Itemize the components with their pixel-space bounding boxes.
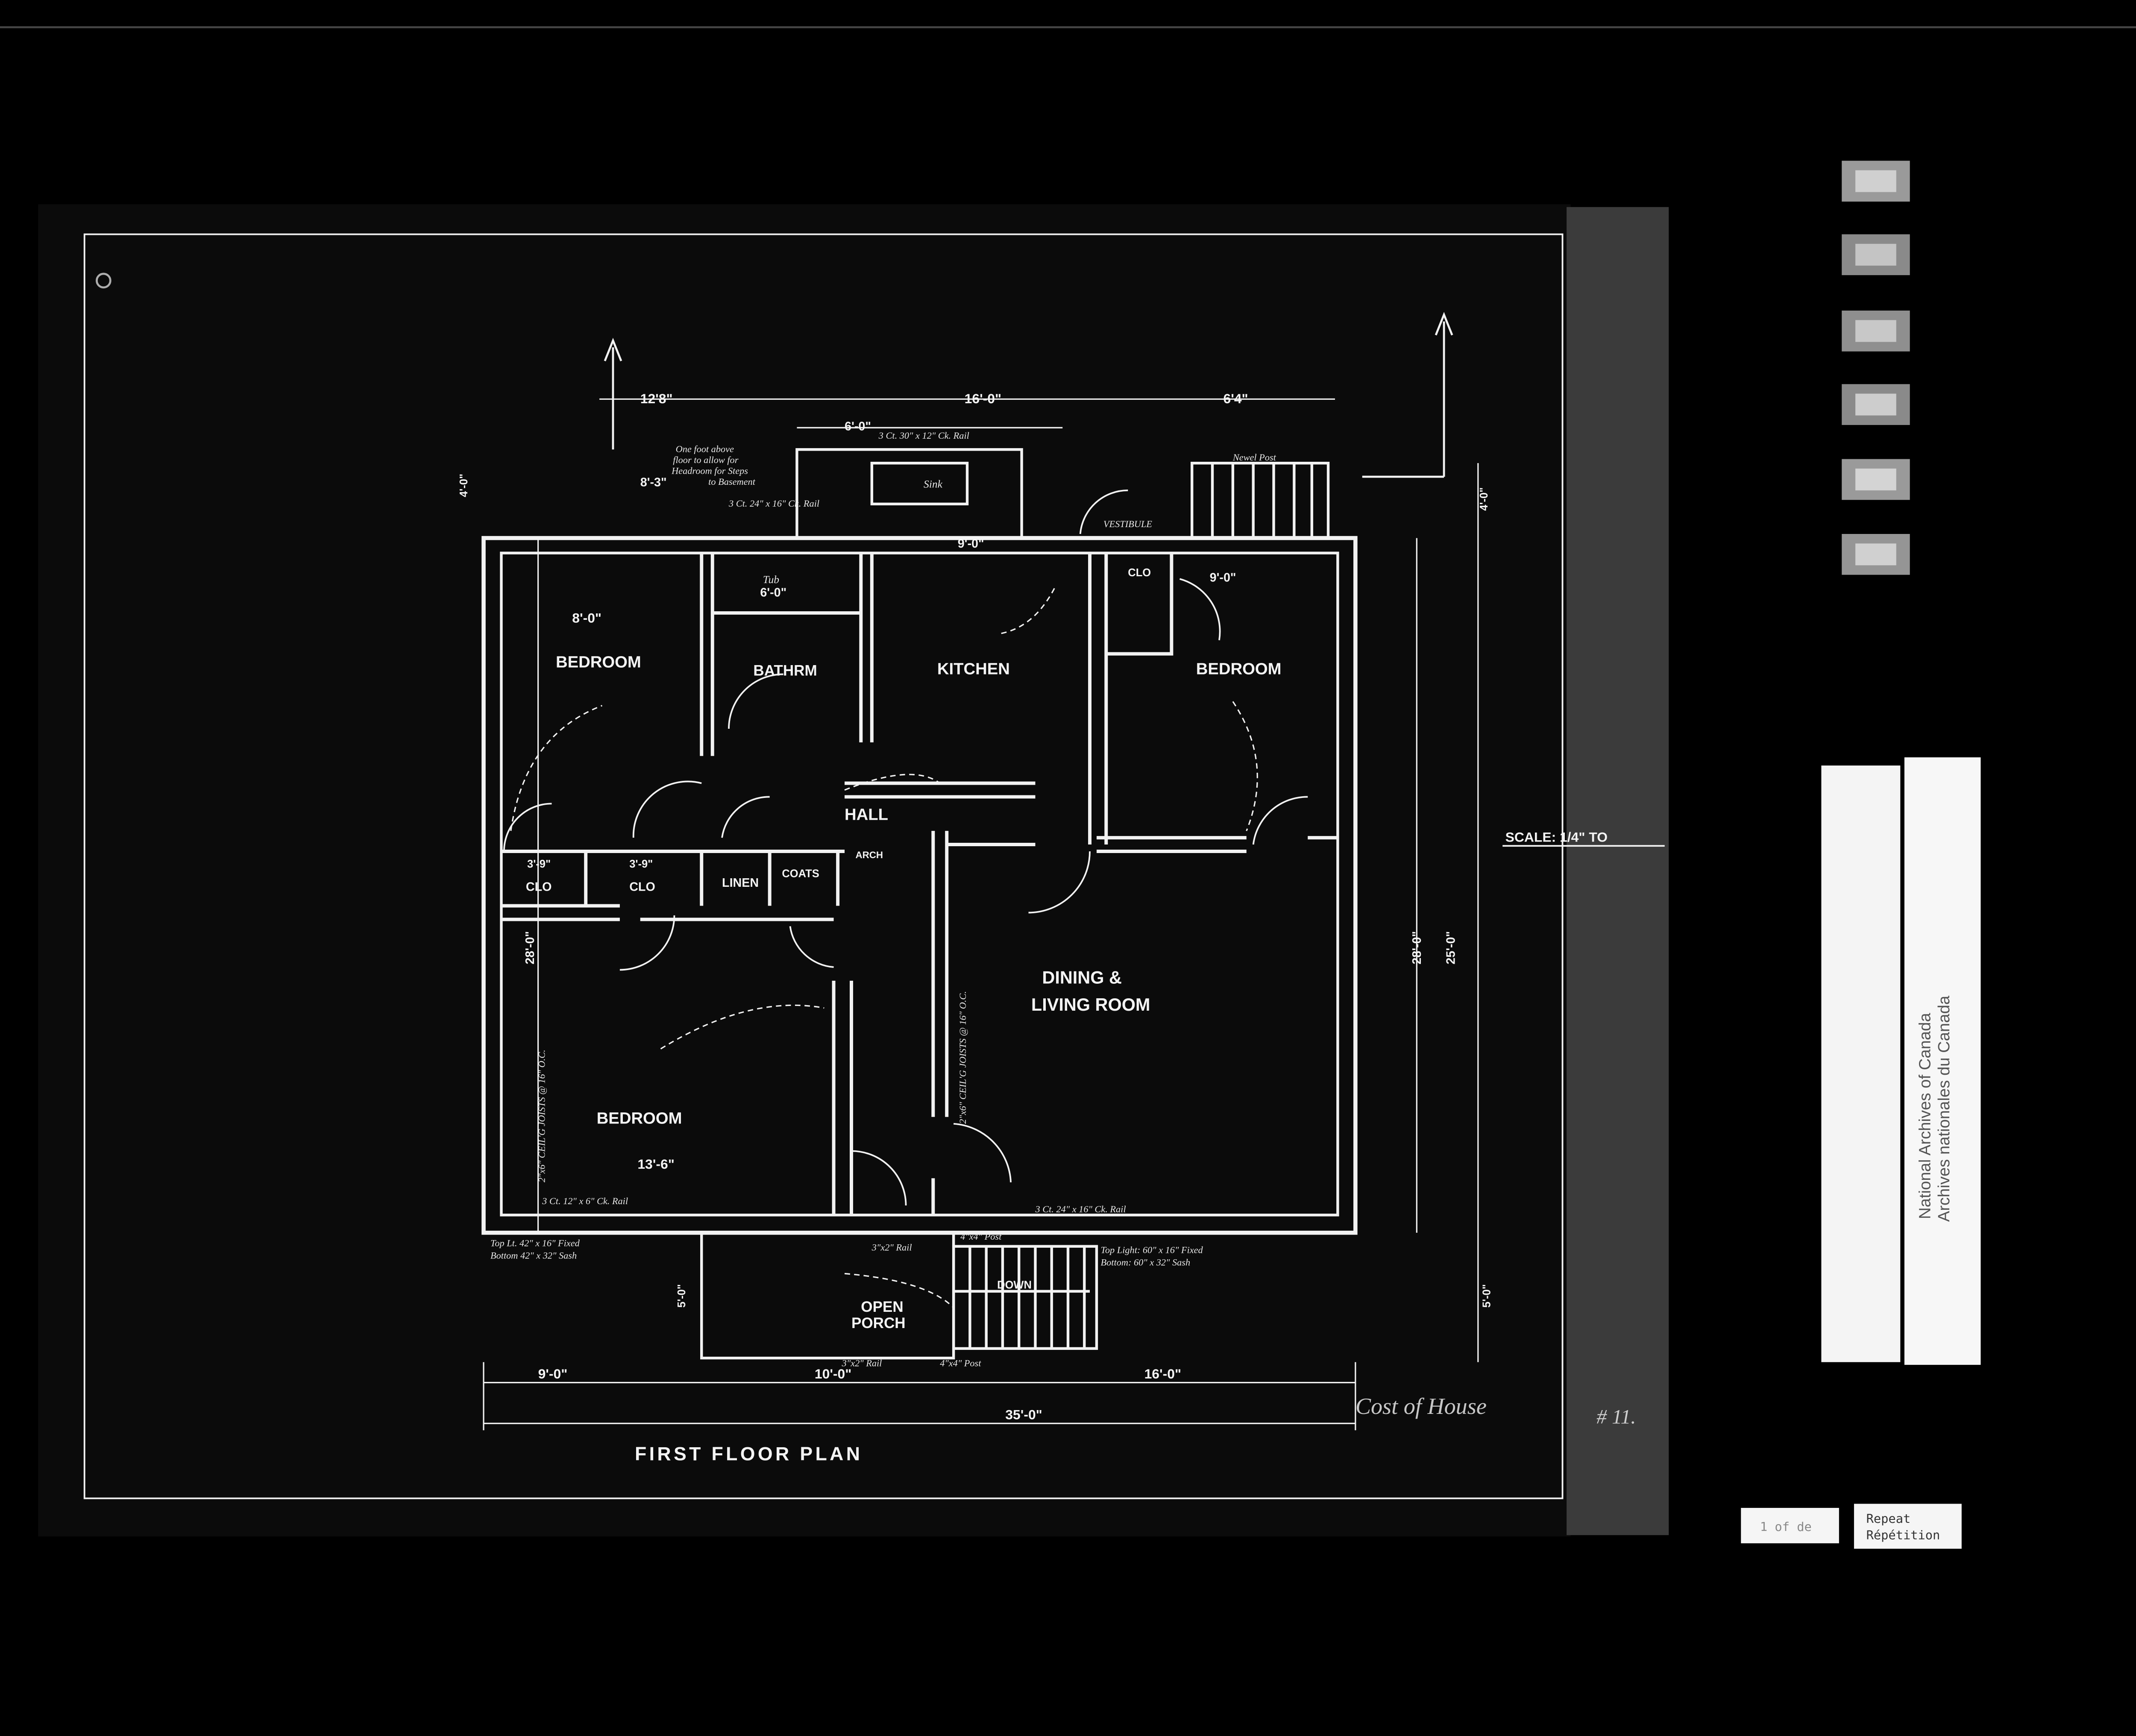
dim-right-top: 4'-0" <box>1478 487 1490 511</box>
room-label-linen: LINEN <box>722 876 759 890</box>
note-post-bottom: 4"x4" Post <box>940 1358 981 1368</box>
room-label-clo-1: CLO <box>526 880 552 894</box>
dim-overall-width: 35'-0" <box>1005 1407 1042 1422</box>
note-sash-right-1: Top Light: 60" x 16" Fixed <box>1101 1245 1203 1255</box>
note-joists-1: 2"x6" CEIL'G JOISTS @ 16" O.C. <box>957 991 968 1124</box>
dim-clo-1: 3'-9" <box>527 858 551 870</box>
room-label-kitchen: KITCHEN <box>937 660 1010 678</box>
note-stairs-3: Headroom for Steps <box>671 466 748 476</box>
dim-left-top: 4'-0" <box>458 474 470 497</box>
note-bed-window: 3 Ct. 12" x 6" Ck. Rail <box>542 1196 628 1206</box>
dimension-labels: 12'8" 16'-0" 6'4" 6'-0" 9'-0" 8'-0" 6'-0… <box>458 391 1493 1422</box>
dim-top-4: 6'-0" <box>845 420 871 434</box>
room-label-open: OPEN <box>861 1299 903 1315</box>
microfilm-frame: BEDROOM BATHRM KITCHEN BEDROOM HALL CLO … <box>0 26 2136 1549</box>
drawing-title: FIRST FLOOR PLAN <box>635 1443 863 1464</box>
wiring-arcs <box>510 585 1258 1308</box>
dimension-lines <box>483 463 1479 1431</box>
dim-top-1: 12'8" <box>640 391 673 406</box>
note-sash-left-2: Bottom 42" x 32" Sash <box>490 1250 577 1261</box>
front-porch <box>700 1231 1098 1360</box>
note-newel: Newel Post <box>1232 452 1276 463</box>
handwritten-signature: Cost of House <box>1356 1393 1487 1419</box>
door-swings <box>503 490 1308 1206</box>
repeat-tag: Repeat Répétition <box>1854 1504 1962 1549</box>
frame-count-text: 1 of de <box>1760 1519 1812 1534</box>
room-label-clo-ne: CLO <box>1128 567 1151 579</box>
dim-bedroom-ne-width: 9'-0" <box>1210 571 1236 585</box>
note-rail-top: 3"x2" Rail <box>871 1242 912 1252</box>
room-label-coats: COATS <box>782 868 819 880</box>
dim-bottom-3: 16'-0" <box>1144 1366 1182 1381</box>
dim-right-inner: 25'-0" <box>1444 931 1458 965</box>
dim-bath-width: 6'-0" <box>760 586 786 600</box>
note-rail-bottom: 3"x2" Rail <box>842 1358 882 1368</box>
stair-label-down: DOWN <box>997 1279 1032 1291</box>
sheet-border <box>83 233 1564 1499</box>
archive-label: National Archives of Canada Archives nat… <box>1821 757 1981 1365</box>
note-window-top: 3 Ct. 30" x 12" Ck. Rail <box>878 430 969 441</box>
note-joists-2: 2"x6" CEIL'G JOISTS @ 16" O.C. <box>537 1050 547 1182</box>
room-labels: BEDROOM BATHRM KITCHEN BEDROOM HALL CLO … <box>526 478 1282 1331</box>
corner-mark-icon <box>96 273 111 289</box>
note-dining-window: 3 Ct. 24" x 16" Ck. Rail <box>1035 1204 1126 1214</box>
dim-top-3: 6'4" <box>1224 391 1248 406</box>
dim-left-overall: 28'-0" <box>523 931 537 965</box>
dim-bottom-2: 10'-0" <box>815 1366 851 1381</box>
dim-kitchen-width: 9'-0" <box>958 537 984 551</box>
note-sash-left-1: Top Lt. 42" x 16" Fixed <box>490 1238 580 1249</box>
room-label-porch: PORCH <box>851 1315 906 1331</box>
note-stairs-1: One foot above <box>676 444 734 455</box>
room-label-clo-2: CLO <box>629 880 655 894</box>
fixture-label-sink: Sink <box>924 478 943 490</box>
construction-notes: One foot above floor to allow for Headro… <box>490 430 1276 1369</box>
blueprint-sheet <box>38 204 1669 1537</box>
archive-name-en: National Archives of Canada <box>1916 1013 1934 1219</box>
dim-stair-height: 8'-3" <box>640 475 667 489</box>
svg-text:Top Light: 60" x 16" Fixed: Top Light: 60" x 16" Fixed Bottom: 60" x… <box>1101 1245 1206 1268</box>
room-label-hall: HALL <box>845 806 888 824</box>
room-label-arch: ARCH <box>856 850 883 860</box>
archive-name-fr: Archives nationales du Canada <box>1935 995 1953 1222</box>
svg-text:Top Lt. 42" x 16" Fixed: Top Lt. 42" x 16" Fixed Bottom 42" x 32"… <box>490 1238 582 1261</box>
room-label-bathroom: BATHRM <box>753 663 817 679</box>
room-label-bedroom-nw: BEDROOM <box>556 653 641 671</box>
note-window-back: 3 Ct. 24" x 16" Ck. Rail <box>728 498 819 509</box>
note-sash-right-2: Bottom: 60" x 32" Sash <box>1101 1257 1191 1267</box>
dim-bedroom-nw-width: 8'-0" <box>572 610 601 625</box>
svg-text:One foot above floor to: One foot above floor to allow for Headro… <box>671 444 756 487</box>
fixture-label-tub: Tub <box>763 573 779 586</box>
repeat-text-fr: Répétition <box>1866 1528 1940 1542</box>
dim-bedroom-sw-width: 13'-6" <box>637 1156 675 1172</box>
scale-note: SCALE: 1/4" TO <box>1505 830 1608 845</box>
note-stairs-2: floor to allow for <box>673 455 738 465</box>
dim-bottom-1: 9'-0" <box>538 1366 568 1381</box>
room-label-bedroom-ne: BEDROOM <box>1196 660 1282 678</box>
top-dimension-line <box>599 398 1335 428</box>
room-label-living-room: LIVING ROOM <box>1031 994 1150 1015</box>
dim-right-bottom: 5'-0" <box>1481 1284 1493 1308</box>
note-vestibule: VESTIBULE <box>1103 519 1152 529</box>
room-label-dining: DINING & <box>1042 967 1121 987</box>
dim-clo-2: 3'-9" <box>629 858 653 870</box>
paper-edge-strip <box>1567 207 1669 1535</box>
repeat-text-en: Repeat <box>1866 1511 1911 1526</box>
note-post-top: 4"x4" Post <box>960 1231 1002 1242</box>
dim-right-overall: 28'-0" <box>1410 931 1424 965</box>
dim-top-2: 16'-0" <box>965 391 1002 406</box>
room-label-bedroom-sw: BEDROOM <box>597 1109 682 1128</box>
dim-porch-depth: 5'-0" <box>676 1284 688 1308</box>
frame-count-tag: 1 of de <box>1741 1507 1839 1543</box>
sheet-number: # 11. <box>1596 1405 1636 1428</box>
note-stairs-4: to Basement <box>708 476 755 487</box>
density-calibration-patches <box>1842 161 1910 575</box>
